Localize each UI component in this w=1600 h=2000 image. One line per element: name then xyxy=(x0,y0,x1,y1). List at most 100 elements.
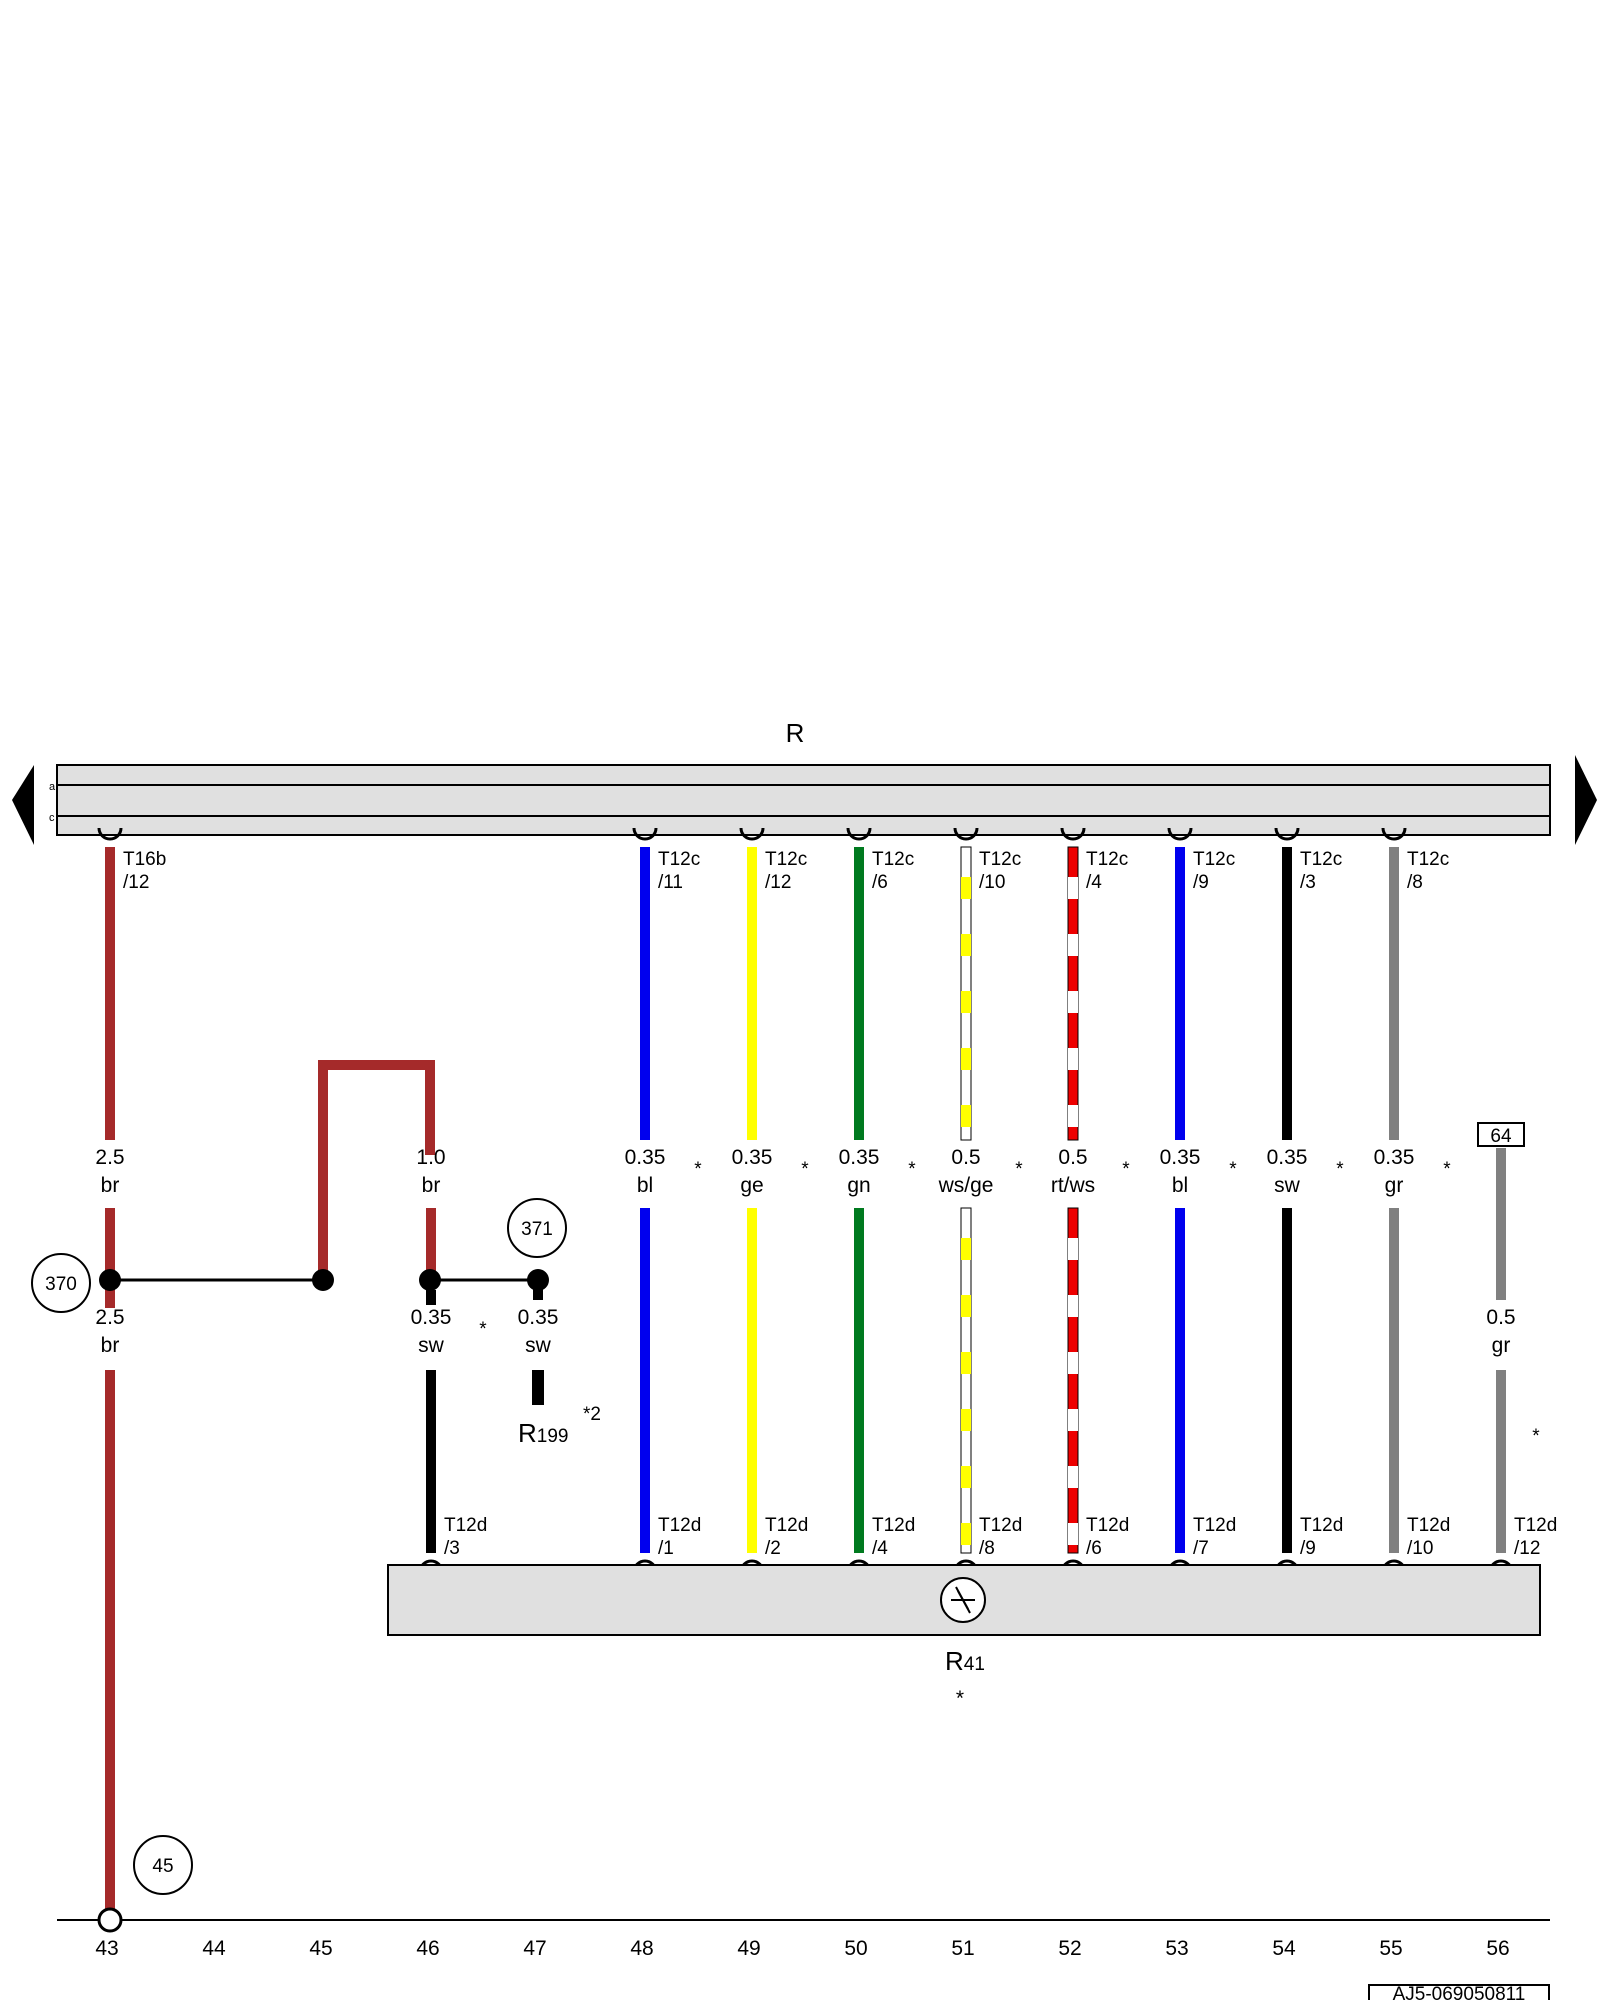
top-pin-icon xyxy=(1274,827,1300,841)
connector-label: T12d xyxy=(1193,1515,1236,1536)
connector-pin: /6 xyxy=(1086,1538,1102,1559)
figure-id-box xyxy=(1368,1984,1550,2000)
component-r-label: R xyxy=(786,718,805,748)
wire-asterisk: * xyxy=(694,1159,702,1180)
wire-color: ws/ge xyxy=(938,1174,994,1197)
component-r199-label: R199 xyxy=(518,1418,568,1448)
wire-asterisk: * xyxy=(1229,1159,1237,1180)
wire-rt-ws-stripe xyxy=(1068,1238,1078,1260)
column-number: 44 xyxy=(202,1937,226,1960)
connector-pin: /9 xyxy=(1193,872,1209,893)
wire-ws-ge xyxy=(960,1207,972,1554)
connector-pin: /1 xyxy=(658,1538,674,1559)
wire-asterisk: * xyxy=(1122,1159,1130,1180)
wire-asterisk: * xyxy=(908,1159,916,1180)
connector-pin: /3 xyxy=(1300,872,1316,893)
wire-rt-ws-stripe xyxy=(1068,934,1078,956)
wire-color: br xyxy=(101,1174,120,1197)
connector-pin: /10 xyxy=(1407,1538,1433,1559)
connector-pin: /9 xyxy=(1300,1538,1316,1559)
wire-asterisk: * xyxy=(1443,1159,1451,1180)
top-pin-icon xyxy=(1167,827,1193,841)
connector-pin: /12 xyxy=(123,872,149,893)
connector-pin: /8 xyxy=(979,1538,995,1559)
connector-pin: /12 xyxy=(765,872,791,893)
wire-size: 0.35 xyxy=(1267,1146,1308,1169)
connector-pin: /4 xyxy=(872,1538,888,1559)
column-number: 56 xyxy=(1486,1937,1509,1960)
wire-ws-ge-stripe xyxy=(961,877,971,899)
top-pin-icon xyxy=(1381,827,1407,841)
top-pin-icon xyxy=(739,827,765,841)
wire-labels: 2.5br2.5brT16b/121.0br0.35sw*T12d/30.35s… xyxy=(95,849,1557,1559)
splice-point xyxy=(312,1269,334,1291)
connector-label: T12c xyxy=(1193,849,1235,870)
wire-ws-ge-stripe xyxy=(961,934,971,956)
wire-asterisk: *2 xyxy=(583,1404,601,1425)
column-number: 54 xyxy=(1272,1937,1296,1960)
wire-color: bl xyxy=(637,1174,653,1197)
ref-371-circle xyxy=(507,1198,567,1258)
connector-label: T12d xyxy=(1514,1515,1557,1536)
wire-ws-ge-stripe xyxy=(961,991,971,1013)
connector-pin: /3 xyxy=(444,1538,460,1559)
connector-label: T12d xyxy=(979,1515,1022,1536)
left-arrow-icon xyxy=(12,765,34,845)
wire-color: gr xyxy=(1385,1174,1404,1197)
column-number: 47 xyxy=(523,1937,546,1960)
wire-asterisk: * xyxy=(1015,1159,1023,1180)
wire-asterisk: * xyxy=(801,1159,809,1180)
connector-pin: /10 xyxy=(979,872,1005,893)
wire-color: br xyxy=(422,1174,441,1197)
wire-size: 0.35 xyxy=(411,1306,452,1329)
side-mark-c: c xyxy=(49,812,55,824)
splice-point xyxy=(99,1269,121,1291)
right-arrow-icon xyxy=(1575,755,1597,845)
wire-ws-ge-stripe xyxy=(961,1238,971,1260)
ref-370-label: 370 xyxy=(45,1274,77,1295)
wire-ws-ge-stripe xyxy=(961,1409,971,1431)
wire-color: sw xyxy=(418,1334,445,1357)
wire-size: 0.35 xyxy=(518,1306,559,1329)
ref-45-label: 45 xyxy=(152,1856,173,1877)
column-number: 51 xyxy=(951,1937,974,1960)
wire-size: 2.5 xyxy=(95,1306,124,1329)
connector-label: T12d xyxy=(658,1515,701,1536)
top-pin-icon xyxy=(953,827,979,841)
wire-color: sw xyxy=(1274,1174,1301,1197)
splice-point xyxy=(419,1269,441,1291)
connector-pin: /12 xyxy=(1514,1538,1540,1559)
wire-rt-ws-stripe xyxy=(1068,1466,1078,1488)
column-number: 53 xyxy=(1165,1937,1188,1960)
connector-pin: /8 xyxy=(1407,872,1423,893)
connector-label: T12c xyxy=(979,849,1021,870)
ref-371-label: 371 xyxy=(521,1219,553,1240)
wire-color: sw xyxy=(525,1334,552,1357)
wire-rt-ws-stripe xyxy=(1068,877,1078,899)
wire-color: br xyxy=(101,1334,120,1357)
wire-size: 0.35 xyxy=(839,1146,880,1169)
wire-size: 0.5 xyxy=(951,1146,980,1169)
column-number: 55 xyxy=(1379,1937,1402,1960)
ref-box xyxy=(1477,1122,1525,1147)
wire-color: rt/ws xyxy=(1051,1174,1095,1197)
component-r41-label: R41 xyxy=(945,1646,985,1676)
column-number: 43 xyxy=(95,1937,118,1960)
top-pin-icon xyxy=(632,827,658,841)
wire-ws-ge-stripe xyxy=(961,1466,971,1488)
top-pin-icon xyxy=(1060,827,1086,841)
ref-45-circle xyxy=(133,1835,193,1895)
wire-color: ge xyxy=(740,1174,763,1197)
wire-size: 0.35 xyxy=(1160,1146,1201,1169)
column-number: 49 xyxy=(737,1937,760,1960)
wire-rt-ws-stripe xyxy=(1068,1295,1078,1317)
column-number: 45 xyxy=(309,1937,332,1960)
wire-rt-ws-stripe xyxy=(1068,1105,1078,1127)
wire-runs xyxy=(97,827,1525,1912)
connector-pin: /2 xyxy=(765,1538,781,1559)
wire-asterisk: * xyxy=(1336,1159,1344,1180)
connector-label: T12d xyxy=(1300,1515,1343,1536)
wire-rt-ws-stripe xyxy=(1068,1048,1078,1070)
